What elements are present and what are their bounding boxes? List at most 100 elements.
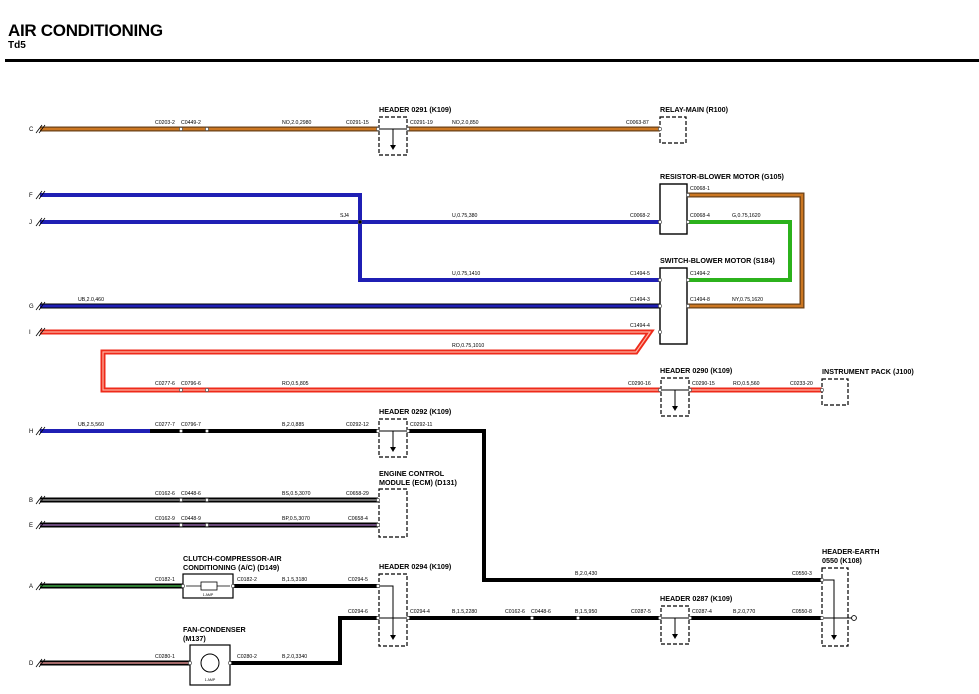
label-c0448-6-b: C0448-6 [181, 491, 201, 497]
endpoint-a: A [29, 584, 33, 590]
label-b-770: B,2.0,770 [733, 609, 755, 615]
label-sj4: SJ4 [340, 213, 349, 219]
header-earth-0550[interactable]: HEADER-EARTH 0550 (K108) [821, 547, 880, 647]
label-c0658-29: C0658-29 [346, 491, 369, 497]
label-c0796-6: C0796-6 [181, 381, 201, 387]
label-c0203-2: C0203-2 [155, 120, 175, 126]
label-c1494-4: C1494-4 [630, 323, 650, 329]
header-0294[interactable]: HEADER 0294 (K109) [378, 562, 452, 647]
switch-label: SWITCH-BLOWER MOTOR (S184) [660, 256, 775, 265]
endpoint-d: D [29, 661, 34, 667]
label-c0162-6-b: C0162-6 [155, 491, 175, 497]
label-c0294-6: C0294-6 [348, 609, 368, 615]
label-c0796-7: C0796-7 [181, 422, 201, 428]
label-ro-1010: RO,0.75,1010 [452, 343, 484, 349]
label-c0182-1: C0182-1 [155, 577, 175, 583]
label-c0280-2: C0280-2 [237, 654, 257, 660]
fan-label-line-2: (M137) [183, 634, 206, 643]
page-title: AIR CONDITIONING [8, 21, 163, 40]
endpoint-f: F [29, 193, 33, 199]
endpoint-e: E [29, 523, 33, 529]
instrument-pack-label: INSTRUMENT PACK (J100) [822, 367, 914, 376]
label-b-885: B,2.0,885 [282, 422, 304, 428]
label-c0290-15: C0290-15 [692, 381, 715, 387]
fan-label-line-1: FAN-CONDENSER [183, 625, 247, 634]
clutch-label-line-2: CONDITIONING (A/C) (D149) [183, 563, 280, 572]
ecm-label-line-1: ENGINE CONTROL [379, 469, 445, 478]
endpoint-g: G [29, 304, 34, 310]
label-ro-560: RO,0.5,560 [733, 381, 760, 387]
fan-condenser[interactable]: 1 AMP FAN-CONDENSER (M137) [183, 625, 247, 686]
label-c0550-8: C0550-8 [792, 609, 812, 615]
endpoint-j: J [29, 220, 32, 226]
page-subtitle: Td5 [8, 40, 26, 51]
label-c0063-87: C0063-87 [626, 120, 649, 126]
instrument-pack[interactable]: INSTRUMENT PACK (J100) [821, 367, 914, 406]
header-0290[interactable]: HEADER 0290 (K109) [660, 366, 733, 417]
header-0291[interactable]: HEADER 0291 (K109) [378, 105, 452, 156]
header-0290-label: HEADER 0290 (K109) [660, 366, 733, 375]
header-0291-label: HEADER 0291 (K109) [379, 105, 452, 114]
resistor-blower-motor[interactable]: RESISTOR-BLOWER MOTOR (G105) [659, 172, 785, 235]
label-b-950: B,1.5,950 [575, 609, 597, 615]
label-c0292-11: C0292-11 [410, 422, 433, 428]
label-no-2980: NO,2.0,2980 [282, 120, 312, 126]
label-g-1620: G,0.75,1620 [732, 213, 761, 219]
header-0287-label: HEADER 0287 (K109) [660, 594, 733, 603]
label-c0449-2: C0449-2 [181, 120, 201, 126]
endpoint-c: C [29, 127, 34, 133]
relay-main-label: RELAY-MAIN (R100) [660, 105, 729, 114]
label-c0294-5: C0294-5 [348, 577, 368, 583]
resistor-label: RESISTOR-BLOWER MOTOR (G105) [660, 172, 785, 181]
label-no-850: NO,2.0,850 [452, 120, 479, 126]
wire-h-black [150, 429, 822, 582]
label-bp-3070: BP,0.5,3070 [282, 516, 310, 522]
header-0287[interactable]: HEADER 0287 (K109) [660, 594, 733, 645]
clutch-label-line-1: CLUTCH-COMPRESSOR-AIR [183, 554, 282, 563]
endpoint-i: I [29, 330, 31, 336]
endpoint-h: H [29, 429, 33, 435]
wire-resistor-switch-green [688, 220, 792, 282]
wire-i [40, 329, 660, 393]
label-c0277-7: C0277-7 [155, 422, 175, 428]
endpoint-letters: C F J G I H B E A D [29, 127, 34, 667]
switch-blower-motor[interactable]: SWITCH-BLOWER MOTOR (S184) [659, 256, 775, 345]
label-c0448-9: C0448-9 [181, 516, 201, 522]
wire-labels: C0203-2 C0449-2 NO,2.0,2980 C0291-15 C02… [78, 120, 813, 660]
clutch-compressor[interactable]: 1 AMP CLUTCH-COMPRESSOR-AIR CONDITIONING… [182, 554, 282, 599]
header-0292-label: HEADER 0292 (K109) [379, 407, 452, 416]
relay-main[interactable]: RELAY-MAIN (R100) [659, 105, 729, 144]
label-c1494-3: C1494-3 [630, 297, 650, 303]
ecm-label-line-2: MODULE (ECM) (D131) [379, 478, 457, 487]
endpoint-ticks [35, 124, 46, 668]
label-c0277-6: C0277-6 [155, 381, 175, 387]
endpoint-b: B [29, 498, 33, 504]
label-c0068-2: C0068-2 [630, 213, 650, 219]
label-c0068-4: C0068-4 [690, 213, 710, 219]
wire-resistor-switch-brown [688, 192, 805, 309]
label-u-1410: U,0.75,1410 [452, 271, 480, 277]
earth-label-line-1: HEADER-EARTH [822, 547, 880, 556]
label-c0550-3: C0550-3 [792, 571, 812, 577]
wire-f [40, 193, 660, 282]
label-c1494-8: C1494-8 [690, 297, 710, 303]
engine-control-module[interactable]: ENGINE CONTROL MODULE (ECM) (D131) [378, 469, 457, 538]
label-c0162-9: C0162-9 [155, 516, 175, 522]
label-c0280-1: C0280-1 [155, 654, 175, 660]
label-c0448-6-k: C0448-6 [531, 609, 551, 615]
header-0294-label: HEADER 0294 (K109) [379, 562, 452, 571]
label-c0291-19: C0291-19 [410, 120, 433, 126]
clutch-fuse-label: 1 AMP [203, 593, 214, 597]
label-c0287-5: C0287-5 [631, 609, 651, 615]
label-ub-560: UB,2.5,560 [78, 422, 104, 428]
label-c0291-15: C0291-15 [346, 120, 369, 126]
header-0292[interactable]: HEADER 0292 (K109) [378, 407, 452, 458]
label-b-3180: B,1.5,3180 [282, 577, 307, 583]
label-c0294-4: C0294-4 [410, 609, 430, 615]
label-ny-1620: NY,0.75,1620 [732, 297, 763, 303]
label-c0290-16: C0290-16 [628, 381, 651, 387]
title-divider [5, 59, 979, 62]
label-c0287-4: C0287-4 [692, 609, 712, 615]
label-c0233-20: C0233-20 [790, 381, 813, 387]
